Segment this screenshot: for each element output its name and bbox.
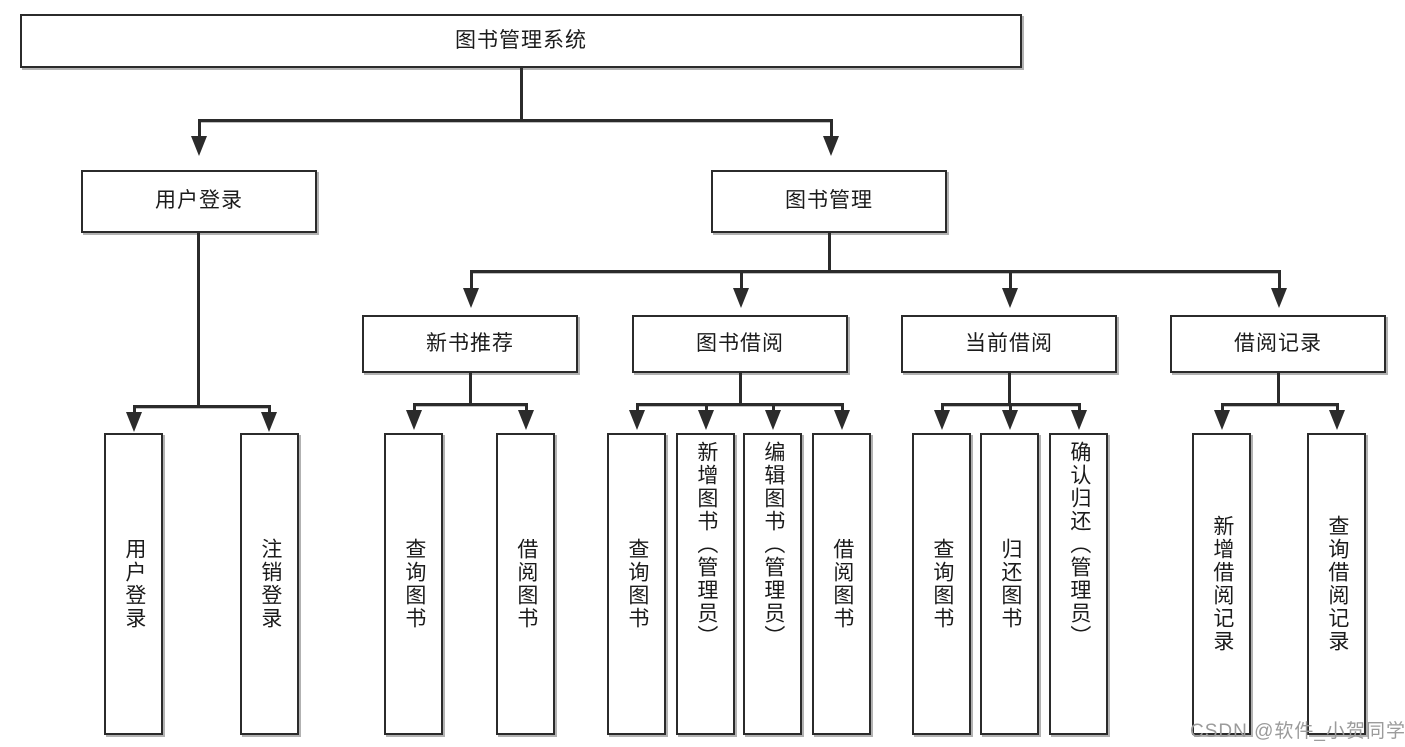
- arrow-to-leaf-borrow-book-2: [834, 410, 850, 430]
- node-label: 用户登录: [155, 189, 243, 213]
- node-new-book-recommend[interactable]: 新书推荐: [362, 315, 578, 373]
- arrow-to-leaf-confirm-return: [1071, 410, 1087, 430]
- connector-user-login-drop-left: [133, 405, 136, 415]
- leaf-add-borrow-record[interactable]: 新增借阅记录: [1192, 433, 1251, 735]
- arrow-to-leaf-add-book: [698, 410, 714, 430]
- node-current-borrow[interactable]: 当前借阅: [901, 315, 1117, 373]
- connector-current-borrow-drop-2: [1009, 403, 1012, 413]
- connector-level3-bus: [470, 270, 1280, 273]
- node-book-management[interactable]: 图书管理: [711, 170, 947, 233]
- leaf-confirm-return-admin[interactable]: 确认归还（管理员）: [1049, 433, 1108, 735]
- connector-level3-drop-4: [1278, 270, 1281, 290]
- leaf-user-login[interactable]: 用户登录: [104, 433, 163, 735]
- connector-new-book-bus: [413, 403, 527, 406]
- connector-borrow-record-stem: [1277, 373, 1280, 404]
- connector-book-borrow-drop-3: [772, 403, 775, 413]
- arrow-to-leaf-return-book: [1002, 410, 1018, 430]
- arrow-to-current-borrow: [1002, 288, 1018, 308]
- leaf-query-book-borrow[interactable]: 查询图书: [607, 433, 666, 735]
- node-book-borrow[interactable]: 图书借阅: [632, 315, 848, 373]
- leaf-query-borrow-record[interactable]: 查询借阅记录: [1307, 433, 1366, 735]
- leaf-label: 借阅图书: [514, 538, 538, 630]
- node-label: 图书管理: [785, 189, 873, 213]
- arrow-to-new-book-recommend: [463, 288, 479, 308]
- connector-borrow-record-bus: [1221, 403, 1338, 406]
- connector-new-book-drop-1: [413, 403, 416, 413]
- leaf-label: 新增借阅记录: [1210, 515, 1234, 653]
- node-label: 借阅记录: [1234, 331, 1322, 355]
- connector-current-borrow-drop-3: [1078, 403, 1081, 413]
- connector-current-borrow-stem: [1008, 373, 1011, 404]
- node-root-book-management-system[interactable]: 图书管理系统: [20, 14, 1022, 68]
- leaf-label: 归还图书: [998, 538, 1022, 630]
- connector-new-book-drop-2: [525, 403, 528, 413]
- node-label: 当前借阅: [965, 331, 1053, 355]
- arrow-to-borrow-record: [1271, 288, 1287, 308]
- leaf-label: 用户登录: [122, 538, 146, 630]
- connector-book-borrow-drop-1: [636, 403, 639, 413]
- connector-root-drop-right: [830, 119, 833, 139]
- node-label: 图书借阅: [696, 331, 784, 355]
- leaf-label: 查询图书: [402, 538, 426, 630]
- leaf-borrow-book-recommend[interactable]: 借阅图书: [496, 433, 555, 735]
- connector-new-book-stem: [469, 373, 472, 404]
- leaf-label: 查询图书: [930, 538, 954, 630]
- node-user-login[interactable]: 用户登录: [81, 170, 317, 233]
- arrow-to-leaf-add-record: [1214, 410, 1230, 430]
- connector-borrow-record-drop-2: [1336, 403, 1339, 413]
- arrow-to-leaf-query-book-2: [629, 410, 645, 430]
- arrow-to-user-login: [191, 136, 207, 156]
- connector-root-bus: [198, 119, 832, 122]
- connector-book-borrow-drop-2: [705, 403, 708, 413]
- node-borrow-record[interactable]: 借阅记录: [1170, 315, 1386, 373]
- arrow-to-leaf-query-book-1: [406, 410, 422, 430]
- connector-current-borrow-drop-1: [941, 403, 944, 413]
- connector-borrow-record-drop-1: [1221, 403, 1224, 413]
- arrow-to-leaf-logout: [261, 412, 277, 432]
- leaf-label: 新增图书（管理员）: [694, 441, 718, 648]
- leaf-query-book-recommend[interactable]: 查询图书: [384, 433, 443, 735]
- arrow-to-leaf-edit-book: [765, 410, 781, 430]
- arrow-to-leaf-query-record: [1329, 410, 1345, 430]
- node-label: 新书推荐: [426, 331, 514, 355]
- arrow-to-leaf-query-book-3: [934, 410, 950, 430]
- leaf-label: 查询借阅记录: [1325, 515, 1349, 653]
- connector-book-borrow-stem: [739, 373, 742, 404]
- connector-user-login-drop-right: [268, 405, 271, 415]
- connector-user-login-stem: [197, 233, 200, 406]
- arrow-to-book-borrow: [733, 288, 749, 308]
- connector-book-borrow-bus: [636, 403, 843, 406]
- leaf-add-book-admin[interactable]: 新增图书（管理员）: [676, 433, 735, 735]
- leaf-label: 注销登录: [258, 538, 282, 630]
- connector-level3-drop-1: [470, 270, 473, 290]
- leaf-return-book[interactable]: 归还图书: [980, 433, 1039, 735]
- leaf-label: 查询图书: [625, 538, 649, 630]
- connector-book-management-stem: [828, 233, 831, 271]
- node-label: 图书管理系统: [455, 28, 587, 52]
- connector-level3-drop-3: [1009, 270, 1012, 290]
- leaf-label: 确认归还（管理员）: [1067, 441, 1091, 648]
- arrow-to-leaf-user-login: [126, 412, 142, 432]
- connector-level3-drop-2: [740, 270, 743, 290]
- leaf-borrow-book-borrow[interactable]: 借阅图书: [812, 433, 871, 735]
- connector-root-drop-left: [198, 119, 201, 139]
- leaf-logout[interactable]: 注销登录: [240, 433, 299, 735]
- connector-user-login-bus: [133, 405, 270, 408]
- connector-root-stem: [520, 68, 523, 120]
- leaf-query-book-current[interactable]: 查询图书: [912, 433, 971, 735]
- leaf-edit-book-admin[interactable]: 编辑图书（管理员）: [743, 433, 802, 735]
- arrow-to-book-management: [823, 136, 839, 156]
- connector-book-borrow-drop-4: [841, 403, 844, 413]
- arrow-to-leaf-borrow-book-1: [518, 410, 534, 430]
- leaf-label: 借阅图书: [830, 538, 854, 630]
- leaf-label: 编辑图书（管理员）: [761, 441, 785, 648]
